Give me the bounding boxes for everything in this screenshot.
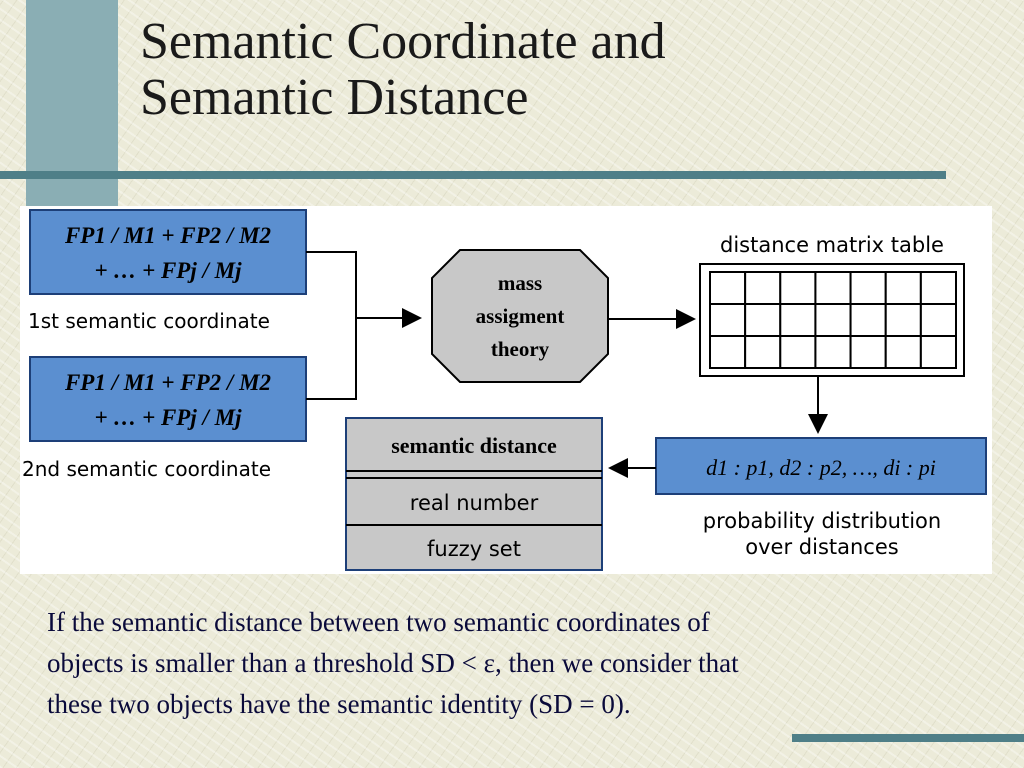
matrix-cell (814, 303, 852, 337)
coordinate-1-formula-line-1: FP1 / M1 + FP2 / M2 (64, 223, 271, 248)
matrix-cell (779, 271, 817, 305)
matrix-cell (849, 303, 887, 337)
matrix-cell (709, 335, 747, 369)
mass-node-line-3: theory (491, 337, 550, 361)
matrix-cell (849, 271, 887, 305)
semantic-distance-header: semantic distance (391, 433, 557, 458)
slide-title: Semantic Coordinate and Semantic Distanc… (140, 14, 1000, 126)
coordinate-1-formula-line-2: + … + FPj / Mj (95, 258, 243, 283)
matrix-cell (884, 303, 922, 337)
matrix-cell (744, 303, 782, 337)
title-line-1: Semantic Coordinate and (140, 13, 666, 70)
merge-connector (306, 251, 422, 400)
matrix-cell (849, 335, 887, 369)
matrix-cell (814, 271, 852, 305)
matrix-cell (709, 303, 747, 337)
slide-caption: If the semantic distance between two sem… (47, 602, 967, 725)
matrix-cell (884, 335, 922, 369)
matrix-cell (919, 303, 957, 337)
coordinate-2-formula-line-2: + … + FPj / Mj (95, 405, 243, 430)
matrix-label: distance matrix table (720, 233, 944, 257)
probability-label-line-2: over distances (745, 535, 898, 559)
title-line-2: Semantic Distance (140, 69, 529, 126)
bottom-rule (792, 734, 1024, 742)
matrix-cell (884, 271, 922, 305)
semantic-distance-row-real: real number (410, 491, 539, 515)
caption-line-3: these two objects have the semantic iden… (47, 689, 631, 719)
caption-line-2: objects is smaller than a threshold SD <… (47, 648, 739, 678)
matrix-cell (779, 303, 817, 337)
matrix-cell (919, 335, 957, 369)
coordinate-2-formula-line-1: FP1 / M1 + FP2 / M2 (64, 370, 271, 395)
matrix-cell (744, 271, 782, 305)
matrix-grid (709, 271, 957, 369)
coordinate-box-2: FP1 / M1 + FP2 / M2 + … + FPj / Mj (29, 356, 307, 442)
coordinate-box-1: FP1 / M1 + FP2 / M2 + … + FPj / Mj (29, 209, 307, 295)
title-rule (0, 171, 946, 179)
mass-node-line-2: assigment (476, 304, 565, 328)
probability-distribution-box: d1 : p1, d2 : p2, …, di : pi (655, 437, 987, 495)
coordinate-1-label: 1st semantic coordinate (28, 309, 270, 333)
mass-node-line-1: mass (498, 271, 542, 295)
semantic-distance-diagram: FP1 / M1 + FP2 / M2 + … + FPj / Mj 1st s… (20, 206, 992, 574)
semantic-distance-table: semantic distance real number fuzzy set (345, 417, 603, 571)
semantic-distance-row-fuzzy: fuzzy set (427, 537, 521, 561)
caption-line-1: If the semantic distance between two sem… (47, 607, 710, 637)
matrix-cell (919, 271, 957, 305)
mass-assignment-node: mass assigment theory (431, 249, 609, 383)
matrix-cell (779, 335, 817, 369)
matrix-cell (744, 335, 782, 369)
matrix-cell (814, 335, 852, 369)
probability-formula: d1 : p1, d2 : p2, …, di : pi (706, 455, 936, 480)
coordinate-2-label: 2nd semantic coordinate (22, 457, 271, 481)
probability-label-line-1: probability distribution (703, 509, 941, 533)
matrix-cell (709, 271, 747, 305)
